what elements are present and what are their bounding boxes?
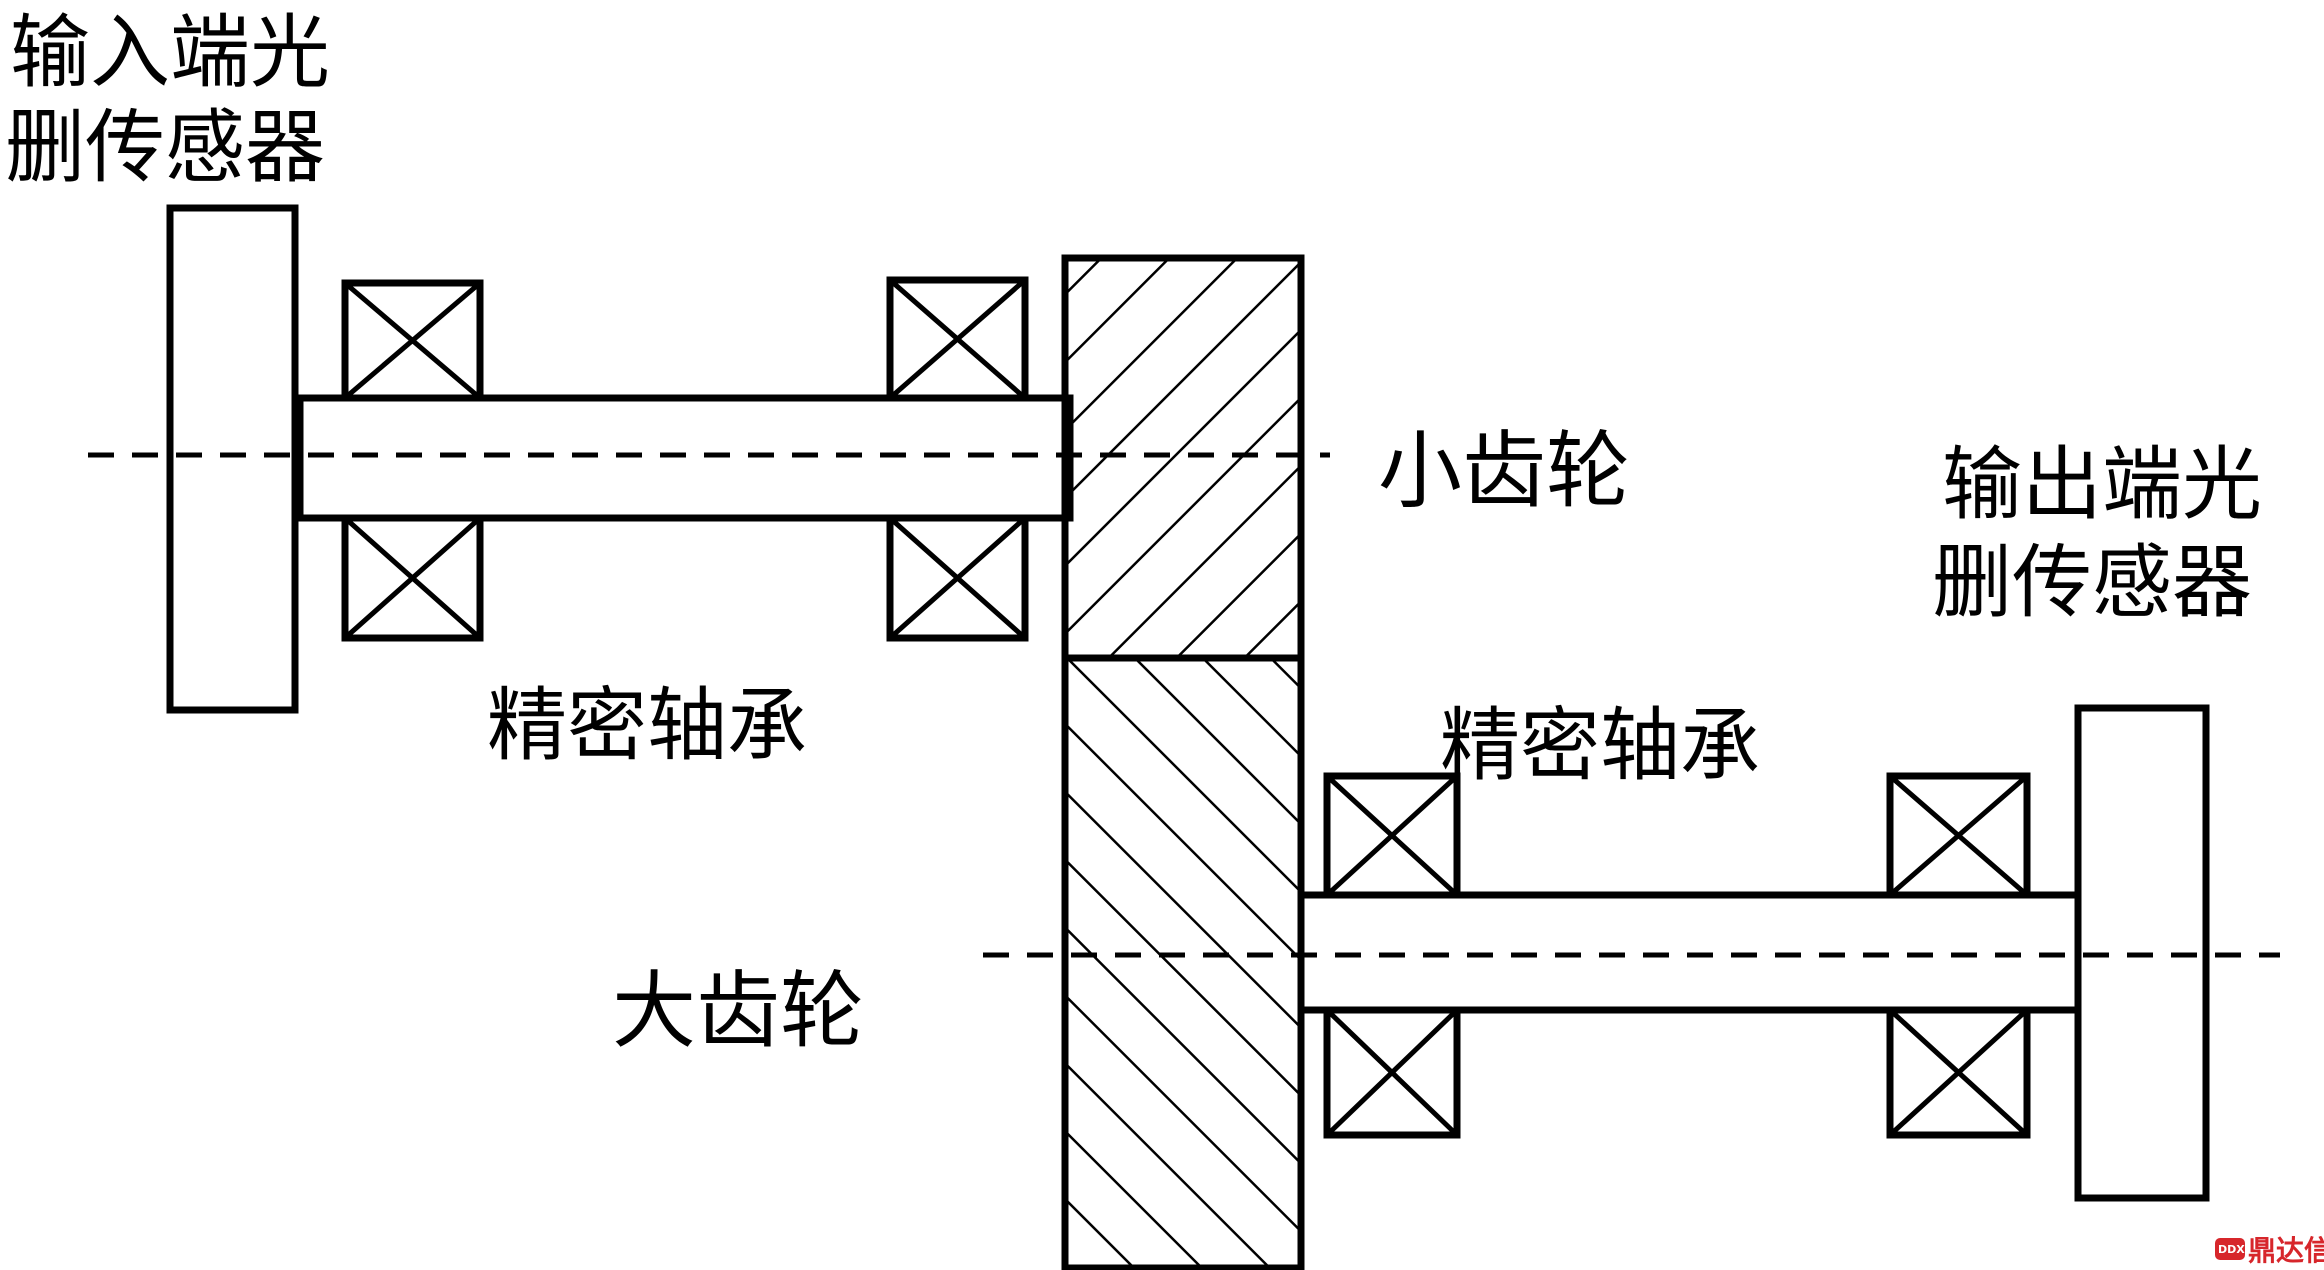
- input-sensor-label-line1: 输入端光: [10, 6, 330, 99]
- large-gear-label: 大齿轮: [612, 962, 864, 1060]
- input-bearing-left-bottom: [341, 514, 484, 642]
- output-bearing-right-top: [1886, 772, 2031, 899]
- large-gear: [1061, 654, 1305, 1270]
- output-bearing-left-top: [1323, 772, 1461, 899]
- watermark-logo: DDX 鼎达信: [2215, 1234, 2324, 1267]
- svg-text:DDX: DDX: [2218, 1243, 2245, 1256]
- input-bearing-left-top: [341, 279, 484, 402]
- input-shaft-assembly: [166, 204, 1074, 714]
- input-bearing-right-bottom: [886, 514, 1029, 642]
- input-sensor-label-line2: 删传感器: [5, 101, 325, 194]
- output-sensor-label-line2: 删传感器: [1932, 536, 2252, 629]
- watermark-text: 鼎达信: [2248, 1234, 2324, 1267]
- input-shaft: [296, 394, 1074, 522]
- upper-bearing-label: 精密轴承: [487, 679, 807, 772]
- output-sensor-label-line1: 输出端光: [1942, 438, 2262, 531]
- output-bearing-left-bottom: [1323, 1006, 1461, 1139]
- small-gear-label: 小齿轮: [1378, 422, 1630, 520]
- input-bearing-right-top: [886, 276, 1029, 402]
- input-grating-sensor-disk: [166, 204, 299, 714]
- small-gear: [1061, 254, 1305, 662]
- lower-bearing-label: 精密轴承: [1440, 699, 1760, 792]
- output-bearing-right-bottom: [1886, 1006, 2031, 1139]
